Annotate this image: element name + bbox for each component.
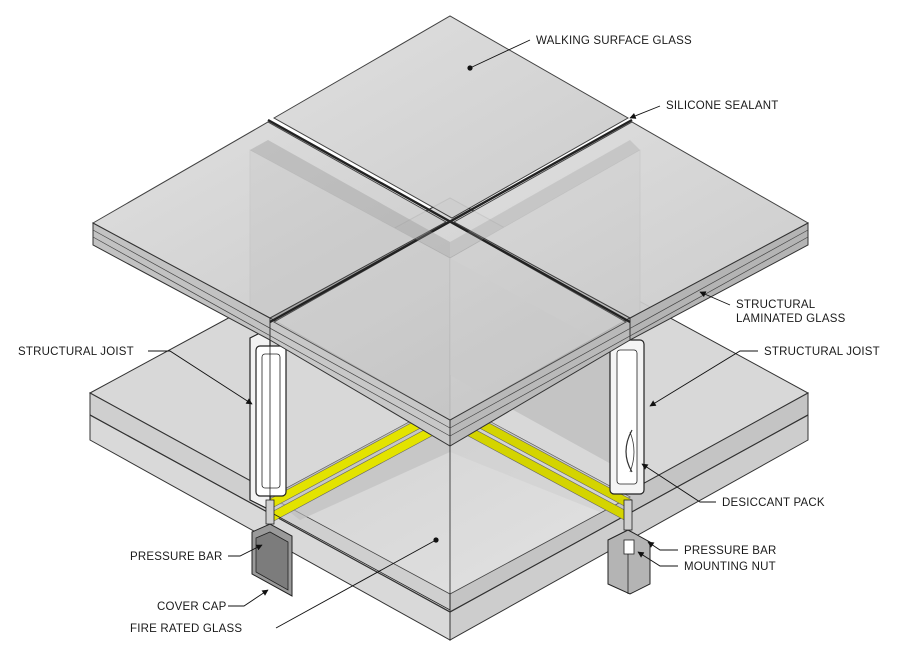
label-structural-laminated-glass-1: STRUCTURAL xyxy=(736,299,816,311)
labels: WALKING SURFACE GLASS SILICONE SEALANT S… xyxy=(18,35,880,635)
label-fire-rated-glass: FIRE RATED GLASS xyxy=(130,623,242,635)
label-structural-laminated-glass-2: LAMINATED GLASS xyxy=(736,313,846,325)
leader-structural-laminated-glass xyxy=(699,291,731,306)
structural-joist-left-shape xyxy=(249,327,451,611)
label-mounting-nut: MOUNTING NUT xyxy=(684,561,776,573)
label-pressure-bar-right: PRESSURE BAR xyxy=(684,545,777,557)
leader-structural-joist-left xyxy=(148,350,253,405)
leader-fire-rated-glass xyxy=(275,539,437,629)
dot-walking-surface-glass xyxy=(467,65,473,71)
dot-fire-rated-glass xyxy=(433,537,439,543)
label-cover-cap: COVER CAP xyxy=(157,601,227,613)
upper-glass-slab xyxy=(91,15,810,447)
label-walking-surface-glass: WALKING SURFACE GLASS xyxy=(536,35,692,47)
leader-pressure-bar-left xyxy=(228,544,263,557)
leader-desiccant-pack xyxy=(641,463,716,503)
label-pressure-bar-left: PRESSURE BAR xyxy=(130,551,223,563)
leader-lines xyxy=(148,39,758,629)
pressure-bar-left-shape xyxy=(251,499,293,597)
leader-walking-surface-glass xyxy=(469,39,531,69)
leader-structural-joist-right xyxy=(649,350,758,407)
label-structural-joist-right: STRUCTURAL JOIST xyxy=(764,346,880,358)
label-silicone-sealant: SILICONE SEALANT xyxy=(666,100,778,112)
leader-silicone-sealant xyxy=(629,105,661,119)
label-structural-joist-left: STRUCTURAL JOIST xyxy=(18,346,134,358)
leader-cover-cap xyxy=(228,589,269,607)
pressure-bar-right-shape xyxy=(607,499,651,595)
leader-pressure-bar-right xyxy=(647,541,678,551)
structural-joist-right-shape xyxy=(609,339,645,495)
yellow-gasket xyxy=(267,401,633,523)
label-desiccant-pack: DESICCANT PACK xyxy=(722,497,825,509)
glass-reflections xyxy=(250,140,640,258)
leader-mounting-nut xyxy=(637,551,678,567)
